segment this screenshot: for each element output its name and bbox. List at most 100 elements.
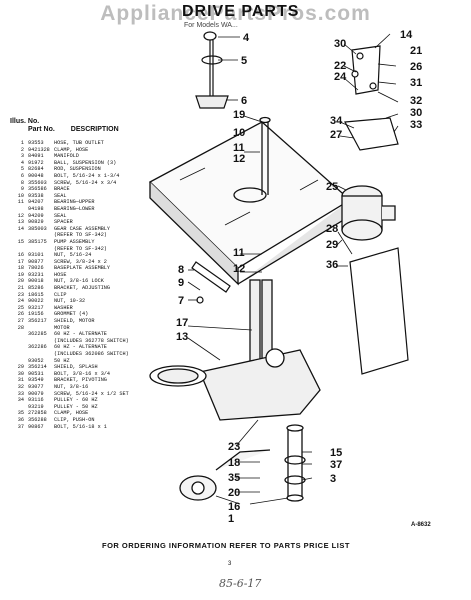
manifold	[284, 424, 306, 502]
part-description: HOSE	[54, 271, 67, 278]
brace	[191, 261, 231, 304]
part-description: SPACER	[54, 219, 73, 226]
part-no: 356217	[28, 318, 47, 325]
part-description: (REFER TO SF-342)	[54, 232, 107, 239]
part-description: BEARING—UPPER	[54, 199, 95, 206]
callout-number: 30	[334, 38, 346, 50]
part-no: 93549	[28, 377, 44, 384]
callout-number: 26	[410, 61, 422, 73]
illus-no: 21	[17, 285, 24, 292]
part-description: NUT, 10-32	[54, 298, 86, 305]
part-no: 93219	[28, 403, 44, 410]
callout-number: 17	[176, 317, 188, 329]
illus-no: 35	[17, 410, 24, 417]
part-description: PUMP ASSEMBLY	[54, 238, 95, 245]
parts-list-header: Illus. No. Part No. DESCRIPTION	[10, 118, 119, 134]
illus-no: 25	[17, 304, 24, 311]
part-no: 90022	[28, 298, 44, 305]
callout-number: 22	[334, 60, 346, 72]
pivot-bracket	[344, 45, 399, 151]
callout-number: 28	[326, 223, 338, 235]
part-no: 94207	[28, 199, 44, 206]
callout-number: 30	[410, 107, 422, 119]
illus-no: 24	[17, 298, 24, 305]
part-no: 93538	[28, 192, 44, 199]
illus-no: 6	[20, 172, 24, 179]
part-no: 93101	[28, 252, 44, 259]
part-no: 93553	[28, 140, 44, 146]
illus-no: 15	[17, 238, 24, 245]
gear-case	[149, 279, 321, 421]
illus-no: 29	[17, 364, 24, 371]
part-no: 90531	[28, 370, 44, 377]
callout-number: 4	[243, 32, 250, 44]
illus-no: 14	[17, 225, 24, 232]
part-description: SEAL	[54, 212, 67, 219]
splash-shield	[349, 247, 409, 375]
part-description: 60 HZ - ALTERNATE	[54, 344, 107, 351]
part-description: NUT, 5/16-24	[54, 252, 92, 259]
part-description: WASHER	[54, 304, 73, 311]
handwritten-note: 85-6-17	[219, 577, 262, 590]
illus-no: 10	[17, 192, 24, 199]
pump	[179, 449, 271, 501]
illus-no: 31	[17, 377, 24, 384]
part-description: CLAMP, HOSE	[54, 146, 89, 153]
description-header: DESCRIPTION	[70, 126, 119, 133]
part-no: 9421328	[28, 146, 50, 153]
callout-number: 32	[410, 95, 422, 107]
callout-number: 27	[330, 129, 342, 141]
part-description: PULLEY - 50 HZ	[54, 403, 98, 410]
callout-number: 16	[228, 501, 240, 513]
part-no: 84091	[28, 153, 44, 160]
illus-no: 20	[17, 278, 24, 285]
part-description: GROMMET (4)	[54, 311, 89, 318]
part-no: 93077	[28, 383, 44, 390]
part-description: BOLT, 5/16-24 x 1-3/4	[54, 172, 120, 179]
illus-no: 18	[17, 265, 24, 272]
callout-number: 36	[326, 259, 338, 271]
part-no: 94198	[28, 205, 44, 212]
callout-number: 20	[228, 487, 240, 499]
callout-number: 12	[233, 153, 245, 165]
callout-number: 9	[178, 277, 184, 289]
part-description: CLIP, PUSH-ON	[54, 416, 95, 423]
part-description: ROD, SUSPENSION	[54, 166, 101, 173]
parts-list-row: 24 90022 NUT, 10-32	[10, 298, 170, 305]
callout-number: 15	[330, 447, 342, 459]
illus-no: 17	[17, 258, 24, 265]
callout-number: 11	[233, 142, 245, 154]
part-no: 19156	[28, 311, 44, 318]
illus-no: 36	[17, 416, 24, 423]
callout-number: 24	[334, 71, 347, 83]
callout-number: 1	[228, 513, 234, 525]
part-no: 90079	[28, 390, 44, 397]
illus-no: 27	[17, 318, 24, 325]
illus-no: 28	[17, 324, 24, 331]
callout-number: 31	[410, 77, 422, 89]
parts-list-row: 93219 PULLEY - 50 HZ	[10, 404, 170, 411]
base-plate	[148, 116, 352, 286]
part-no: 93052	[28, 357, 44, 364]
callout-number: 7	[178, 295, 184, 307]
part-description: GEAR CASE ASSEMBLY	[54, 225, 111, 232]
